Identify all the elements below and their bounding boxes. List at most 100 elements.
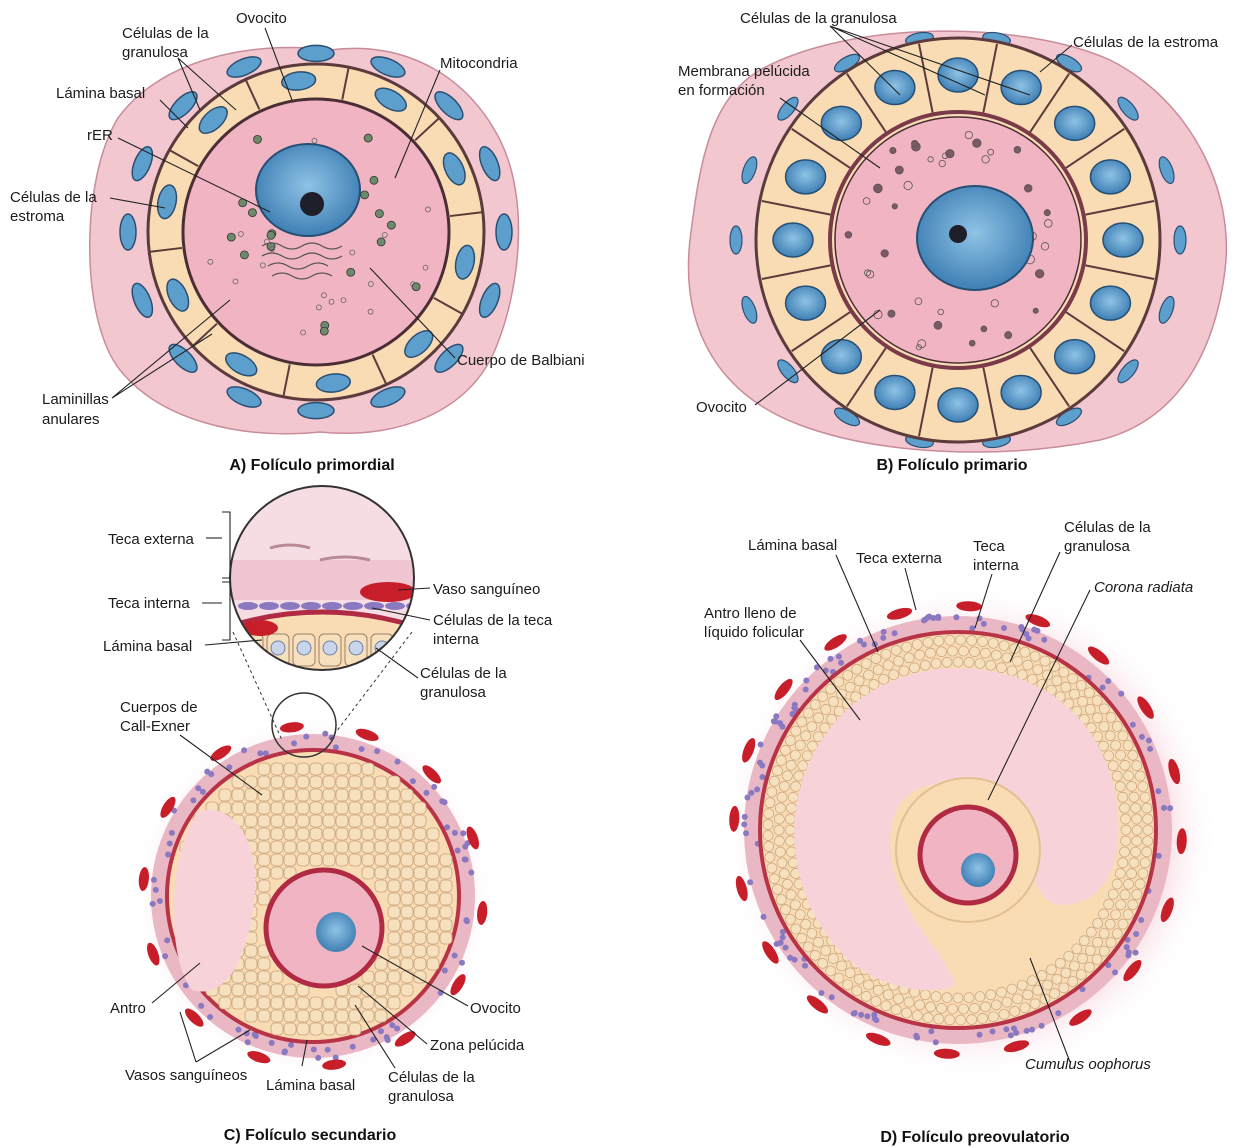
theca-cell (1011, 1025, 1017, 1031)
organelle (934, 321, 942, 329)
granulosa-cell (794, 771, 804, 781)
mitochondrion (377, 238, 385, 246)
granulosa-nucleus (1090, 286, 1130, 320)
granulosa-cell (775, 803, 785, 813)
theca-cell (303, 734, 309, 740)
granulosa-cell (920, 660, 930, 670)
granulosa-cell (271, 1023, 283, 1035)
granulosa-cell (310, 1010, 322, 1022)
granulosa-cell (779, 781, 789, 791)
theca-cell (468, 869, 474, 875)
granulosa-cell (258, 815, 270, 827)
granulosa-cell (1128, 750, 1138, 760)
granulosa-cell (427, 880, 439, 892)
theca-cell (253, 1033, 259, 1039)
granulosa-cell (349, 802, 361, 814)
theca-cell (803, 677, 809, 683)
granulosa-cell (271, 841, 283, 853)
granulosa-cell (375, 1010, 387, 1022)
granulosa-cell (767, 863, 777, 873)
inset-granulosa-nucleus (349, 641, 363, 655)
theca-cell (241, 747, 247, 753)
granulosa-cell (871, 654, 881, 664)
granulosa-cell (284, 789, 296, 801)
granulosa-cell (401, 919, 413, 931)
granulosa-cell (323, 828, 335, 840)
granulosa-cell (271, 867, 283, 879)
stroma-nucleus (298, 403, 334, 419)
theca-cell (282, 1049, 288, 1055)
granulosa-cell (828, 954, 838, 964)
organelle (981, 326, 987, 332)
granulosa-cell (834, 677, 844, 687)
nucleolus-a (300, 192, 324, 216)
granulosa-cell (934, 1014, 944, 1024)
granulosa-cell (947, 1004, 957, 1014)
granulosa-cell (854, 974, 864, 984)
granulosa-cell (323, 997, 335, 1009)
granulosa-cell (785, 736, 795, 746)
granulosa-nucleus (1055, 340, 1095, 374)
granulosa-cell (258, 841, 270, 853)
granulosa-cell (1098, 909, 1108, 919)
granulosa-cell (763, 830, 773, 840)
theca-cell (881, 629, 887, 635)
label-c-ovocito: Ovocito (470, 1000, 521, 1017)
theca-cell (389, 1022, 395, 1028)
stroma-nucleus (120, 214, 136, 250)
stroma-nucleus (1174, 226, 1186, 254)
granulosa-cell (852, 664, 862, 674)
theca-cell (378, 1028, 384, 1034)
granulosa-cell (1118, 858, 1128, 868)
granulosa-cell (414, 880, 426, 892)
label-a-granulosa-2: granulosa (122, 44, 189, 61)
granulosa-cell (401, 815, 413, 827)
granulosa-cell (401, 984, 413, 996)
granulosa-cell (945, 1015, 955, 1025)
granulosa-cell (790, 900, 800, 910)
granulosa-cell (401, 971, 413, 983)
label-c-granulosa-inset-2: granulosa (420, 684, 487, 701)
granulosa-cell (258, 984, 270, 996)
granulosa-cell (797, 933, 807, 943)
theca-cell (1105, 678, 1111, 684)
granulosa-cell (1030, 999, 1040, 1009)
granulosa-cell (271, 789, 283, 801)
granulosa-cell (297, 1023, 309, 1035)
theca-cell (758, 741, 764, 747)
granulosa-cell (245, 815, 257, 827)
granulosa-cell (1105, 919, 1115, 929)
granulosa-cell (1140, 858, 1150, 868)
granulosa-nucleus (875, 375, 915, 409)
granulosa-cell (401, 893, 413, 905)
granulosa-cell (427, 828, 439, 840)
label-d-corona: Corona radiata (1094, 579, 1193, 596)
granulosa-cell (1092, 954, 1102, 964)
granulosa-cell (1059, 983, 1069, 993)
nucleolus-b (949, 225, 967, 243)
theca-cell (1130, 722, 1136, 728)
organelle (881, 250, 888, 257)
theca-cell (1018, 624, 1024, 630)
granulosa-cell (336, 1010, 348, 1022)
granulosa-cell (879, 674, 889, 684)
nucleus-a (256, 144, 360, 236)
granulosa-cell (999, 641, 1009, 651)
theca-cell (778, 940, 784, 946)
granulosa-cell (375, 997, 387, 1009)
granulosa-cell (774, 825, 784, 835)
theca-cell (463, 857, 469, 863)
granulosa-cell (807, 928, 817, 938)
label-c-lamina-basal: Lámina basal (266, 1077, 355, 1094)
granulosa-cell (790, 750, 800, 760)
granulosa-cell (845, 682, 855, 692)
granulosa-cell (915, 1000, 925, 1010)
granulosa-cell (427, 867, 439, 879)
label-a-laminillas-1: Laminillas (42, 391, 109, 408)
theca-cell (442, 799, 448, 805)
theca-cell (350, 1044, 356, 1050)
granulosa-cell (427, 932, 439, 944)
granulosa-cell (1106, 938, 1116, 948)
granulosa-cell (970, 1003, 980, 1013)
